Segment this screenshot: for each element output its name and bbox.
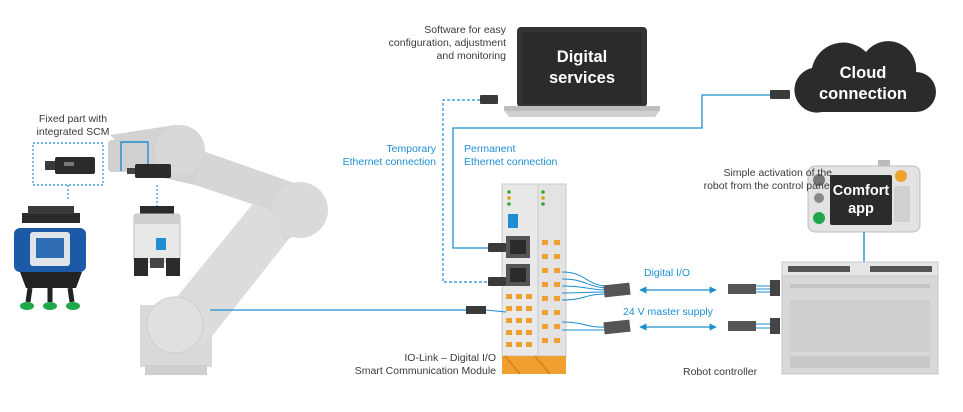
cloud-shape: [794, 41, 936, 113]
fixed-part-line-1: Fixed part with: [38, 113, 108, 125]
temporary-ethernet-caption: Temporary Ethernet connection: [312, 143, 436, 169]
parallel-gripper: [133, 185, 181, 276]
fixed-part-box: [32, 142, 104, 200]
permanent-ethernet-caption: Permanent Ethernet connection: [464, 143, 594, 169]
robot-arm: [108, 125, 328, 375]
digital-io-label: Digital I/O: [644, 267, 691, 279]
fixed-part-line-2: integrated SCM: [36, 126, 110, 138]
arm-flange-connector: [120, 141, 171, 178]
activation-line-1: Simple activation of the: [723, 167, 832, 179]
teach-pendant: [807, 160, 921, 262]
fixed-part-caption: Fixed part with integrated SCM: [18, 113, 128, 139]
temporary-line-1: Temporary: [386, 143, 436, 155]
permanent-line-2: Ethernet connection: [464, 156, 558, 168]
scm-line-2: Smart Communication Module: [354, 365, 496, 377]
digital-services-line-1: Digital: [556, 48, 608, 66]
digital-services-line-2: services: [548, 69, 616, 87]
robot-controller-cabinet: [781, 261, 939, 375]
activation-line-2: robot from the control panel: [703, 180, 832, 192]
software-caption: Software for easy configuration, adjustm…: [340, 24, 506, 63]
comfort-app-label: Comfort app: [830, 182, 892, 218]
cloud-connection-label: Cloud connection: [800, 63, 926, 105]
robot-controller-caption: Robot controller: [683, 366, 758, 378]
comfort-app-line-2: app: [848, 201, 874, 217]
scm-module: [501, 183, 567, 375]
activation-caption: Simple activation of the robot from the …: [658, 167, 832, 193]
scm-caption: IO-Link – Digital I/O Smart Communicatio…: [330, 352, 496, 378]
permanent-ethernet-cable: [452, 90, 790, 252]
permanent-line-1: Permanent: [464, 143, 516, 155]
cloud-line-1: Cloud: [839, 64, 887, 82]
master-supply-wiring: [561, 318, 780, 335]
comfort-app-line-1: Comfort: [832, 183, 890, 199]
digital-services-label: Digital services: [522, 47, 642, 89]
scm-line-1: IO-Link – Digital I/O: [404, 352, 496, 364]
software-line-3: and monitoring: [436, 50, 506, 62]
master-supply-label: 24 V master supply: [623, 306, 713, 318]
laptop: [504, 27, 660, 117]
cloud-line-2: connection: [818, 85, 907, 103]
digital-io-wiring: [561, 271, 780, 301]
temporary-line-2: Ethernet connection: [342, 156, 436, 168]
vacuum-gripper: [14, 206, 86, 310]
robot-to-scm-cable: [210, 306, 507, 314]
temporary-ethernet-cable: [442, 95, 506, 286]
software-line-2: configuration, adjustment: [388, 37, 506, 49]
software-line-1: Software for easy: [424, 24, 506, 36]
